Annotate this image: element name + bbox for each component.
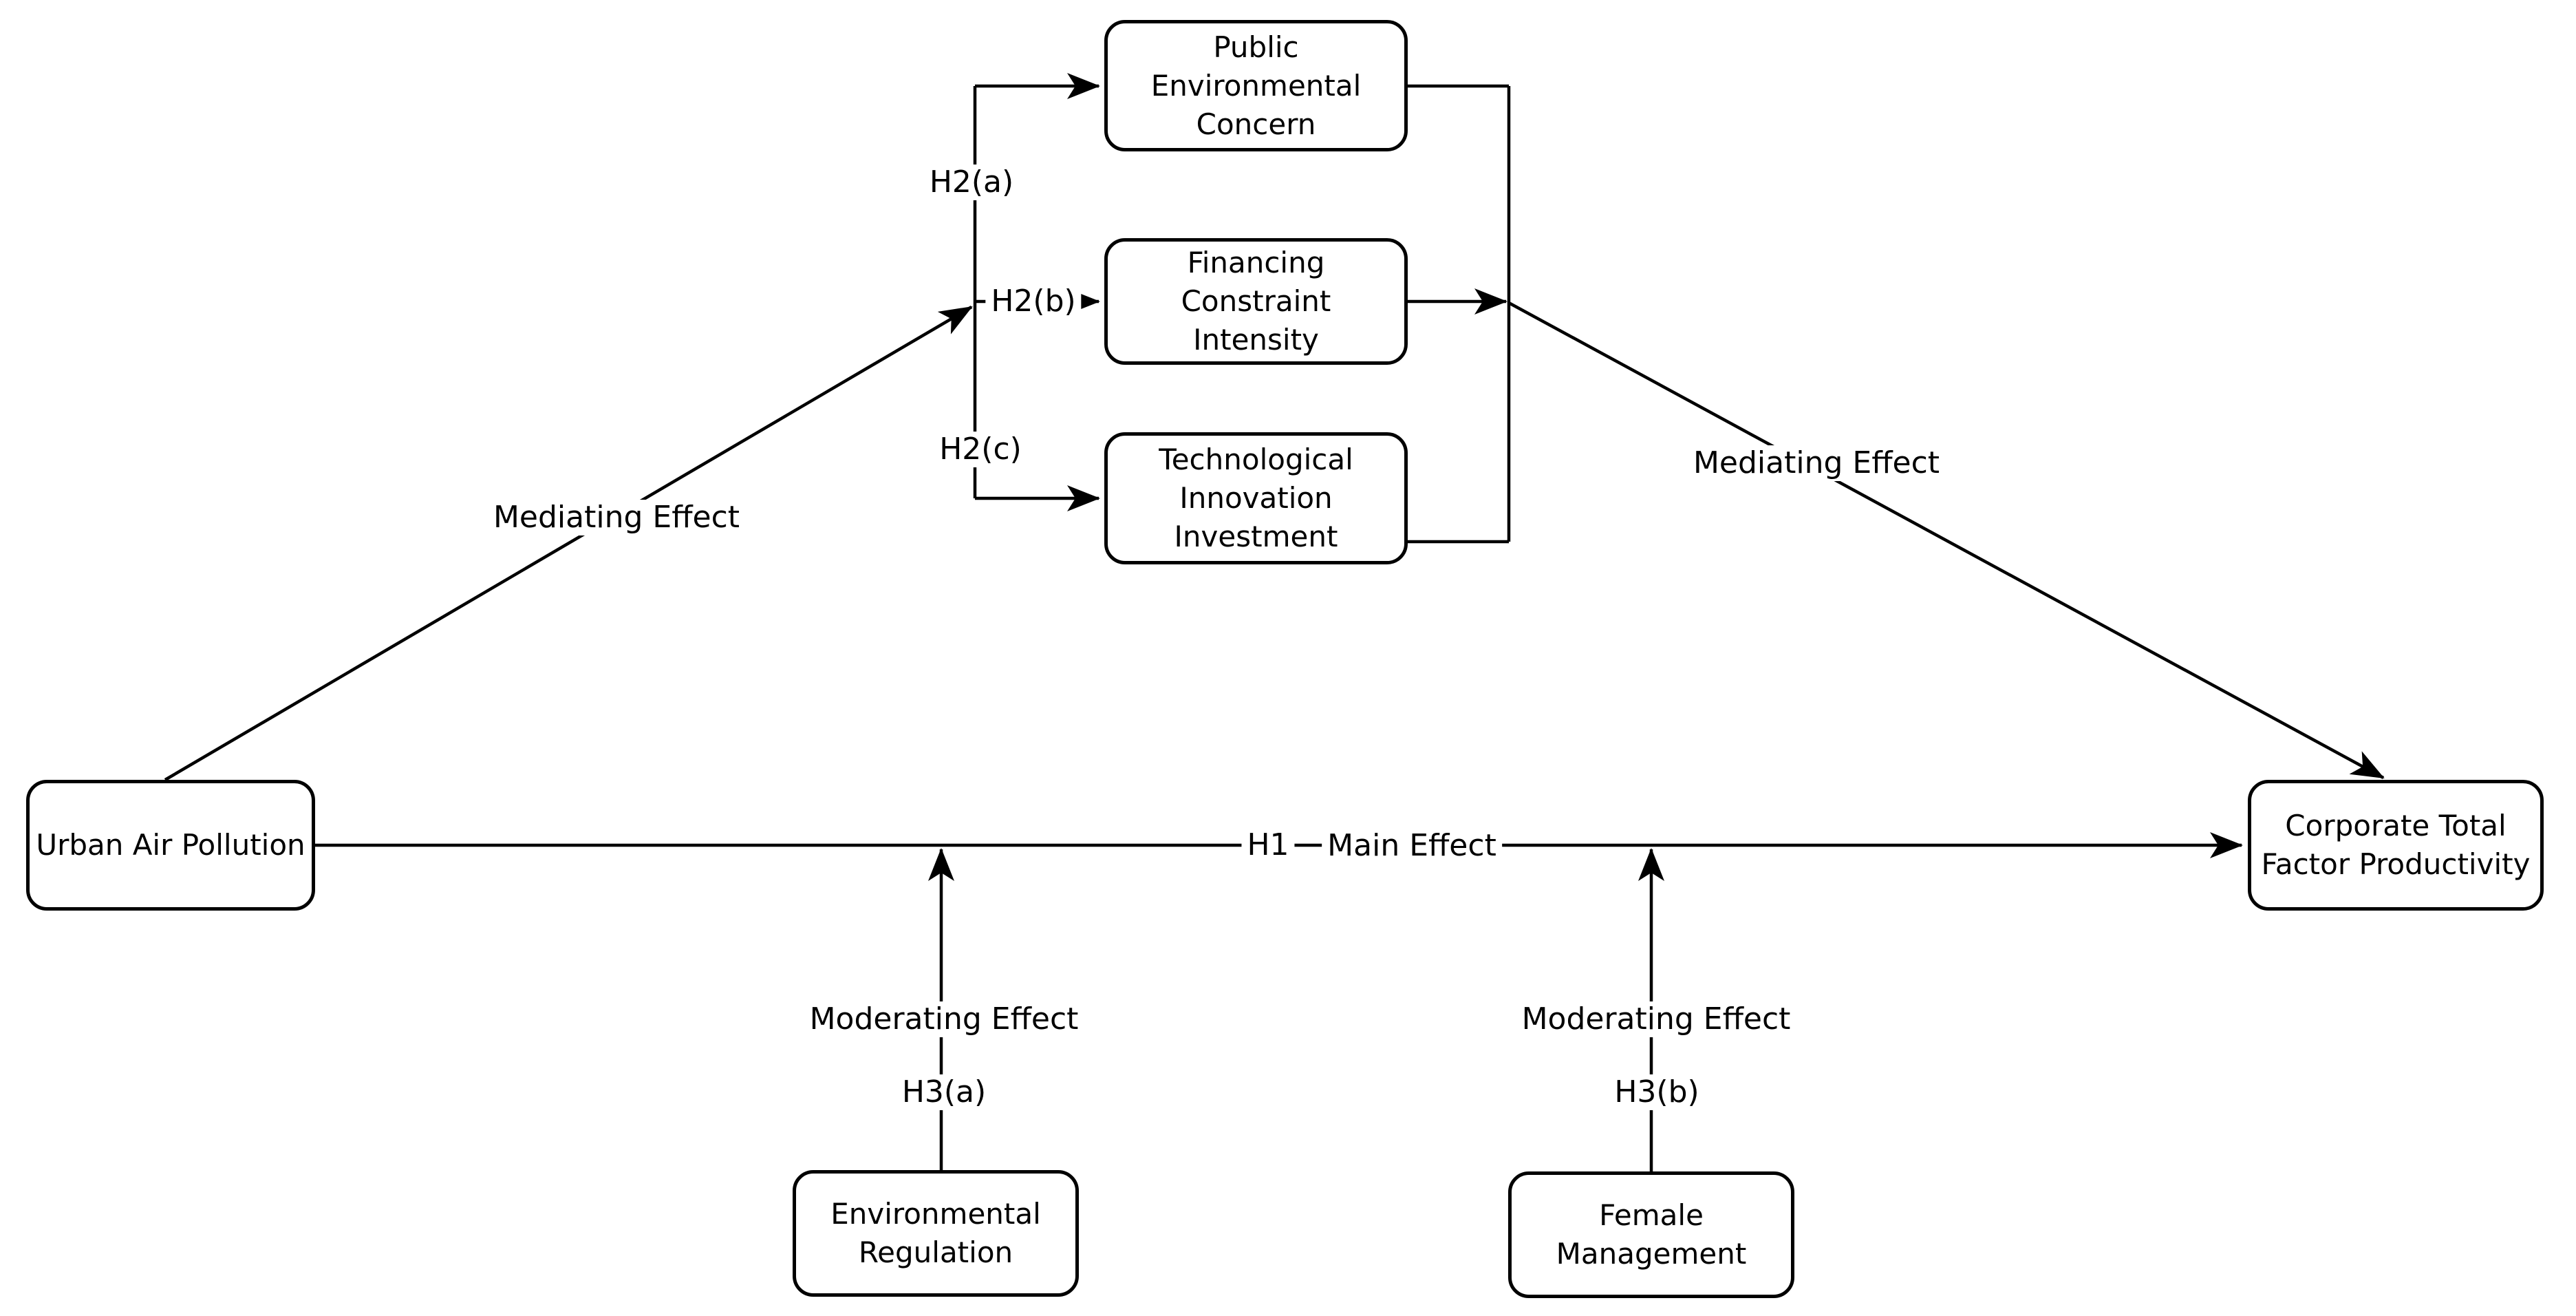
node-urban-air-pollution: Urban Air Pollution xyxy=(26,780,315,911)
node-label-line: Regulation xyxy=(858,1235,1013,1269)
node-label-line: Factor Productivity xyxy=(2261,847,2531,881)
node-label-line: Investment xyxy=(1174,520,1338,553)
node-label-line: Corporate Total xyxy=(2285,809,2507,842)
node-public-environmental-concern: Public Environmental Concern xyxy=(1104,20,1408,151)
node-label-line: Constraint xyxy=(1181,284,1331,318)
label-h2b: H2(b) xyxy=(985,284,1082,319)
label-h1: H1 xyxy=(1241,827,1295,863)
node-label-line: Environmental xyxy=(830,1197,1041,1231)
node-corporate-total-factor-productivity: Corporate Total Factor Productivity xyxy=(2248,780,2544,911)
edge-mediating-left xyxy=(164,306,973,781)
node-label: Urban Air Pollution xyxy=(36,828,305,862)
node-label-line: Public xyxy=(1213,30,1299,64)
node-label-line: Intensity xyxy=(1193,323,1319,357)
node-label-line: Management xyxy=(1556,1237,1747,1271)
node-label-line: Environmental xyxy=(1150,68,1362,103)
label-main-effect: Main Effect xyxy=(1322,828,1502,864)
label-h3a: H3(a) xyxy=(894,1074,994,1110)
node-female-management: Female Management xyxy=(1508,1171,1794,1298)
label-mediating-right: Mediating Effect xyxy=(1686,445,1947,481)
label-h3b: H3(b) xyxy=(1607,1074,1706,1110)
label-moderating-left: Moderating Effect xyxy=(802,1001,1086,1037)
edge-mediating-right xyxy=(1507,301,2385,779)
node-label-line: Financing xyxy=(1187,246,1325,279)
node-label-line: Female xyxy=(1599,1198,1704,1232)
node-environmental-regulation: Environmental Regulation xyxy=(793,1170,1079,1297)
label-mediating-left: Mediating Effect xyxy=(486,500,747,535)
node-financing-constraint-intensity: Financing Constraint Intensity xyxy=(1104,238,1408,365)
node-technological-innovation-investment: Technological Innovation Investment xyxy=(1104,432,1408,564)
label-h2c: H2(c) xyxy=(932,432,1029,467)
node-label-line: Technological xyxy=(1159,443,1353,476)
label-moderating-right: Moderating Effect xyxy=(1514,1001,1798,1037)
label-h2a: H2(a) xyxy=(922,164,1021,200)
node-label-line: Concern xyxy=(1196,107,1316,141)
node-label-line: Innovation xyxy=(1179,481,1333,515)
